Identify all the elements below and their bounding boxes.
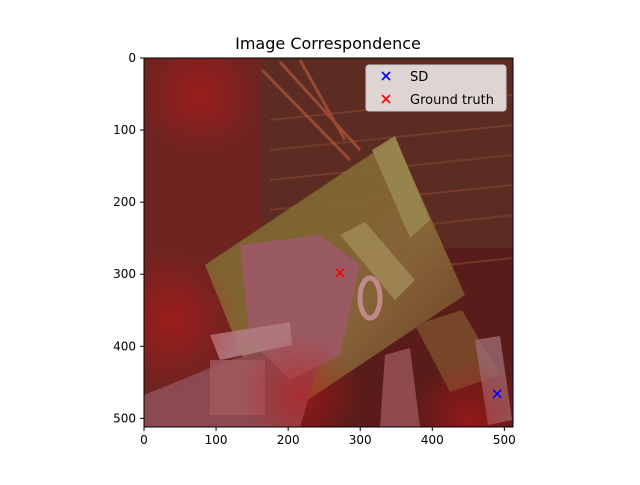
x-tick-label: 400 [421, 433, 444, 447]
x-tick-label: 300 [349, 433, 372, 447]
y-tick-label: 400 [113, 339, 136, 353]
data-points [335, 268, 502, 399]
x-tick-label: 500 [493, 433, 516, 447]
y-tick-label: 500 [113, 411, 136, 425]
x-tick-label: 0 [140, 433, 148, 447]
x-tick-label: 100 [205, 433, 228, 447]
sd-point [492, 389, 502, 399]
y-axis: 0 100 200 300 400 500 [113, 51, 144, 425]
legend-sd-label: SD [410, 70, 428, 85]
y-tick-label: 300 [113, 267, 136, 281]
plot-frame [143, 57, 514, 428]
legend-sd-marker [381, 71, 391, 81]
legend-ground-truth-label: Ground truth [410, 93, 494, 108]
legend-ground-truth-marker [381, 94, 391, 104]
ground-truth-point [335, 268, 345, 278]
y-tick-label: 100 [113, 123, 136, 137]
y-tick-label: 0 [128, 51, 136, 65]
chart-title: Image Correspondence [235, 34, 421, 53]
y-tick-label: 200 [113, 195, 136, 209]
legend-box [365, 64, 507, 112]
x-axis: 0 100 200 300 400 500 [140, 427, 516, 447]
legend: SD Ground truth [365, 64, 507, 112]
background-image [144, 58, 513, 427]
x-tick-label: 200 [277, 433, 300, 447]
